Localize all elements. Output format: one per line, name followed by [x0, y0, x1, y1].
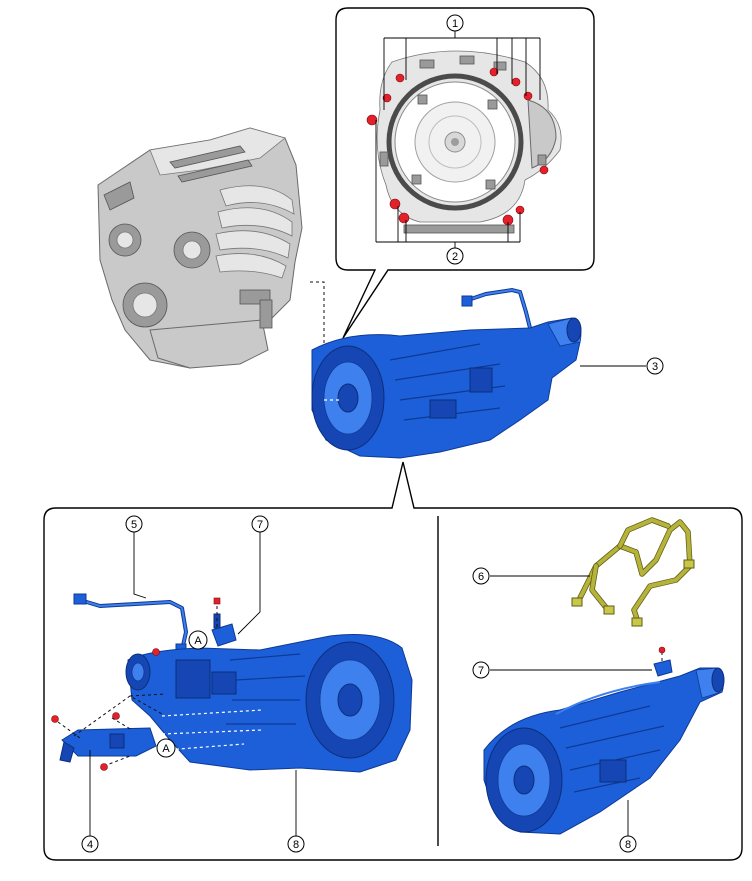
marker-a-upper: A [188, 630, 208, 650]
bolt-icon [213, 597, 221, 605]
marker-a-lower: A [156, 738, 176, 758]
bolt-icon [539, 165, 549, 175]
svg-text:A: A [162, 743, 170, 755]
bracket-illustration [51, 648, 160, 771]
svg-text:5: 5 [131, 519, 137, 531]
bolt-icon [489, 67, 499, 77]
bracket-illustration [653, 646, 673, 677]
callout-7-left: 7 [251, 515, 269, 533]
bolt-icon [511, 77, 521, 87]
bolt-icon [112, 712, 120, 720]
alignment-dashed-line [310, 281, 333, 401]
bolt-icon [51, 715, 59, 723]
bell-housing-detail [366, 31, 562, 248]
bolt-icon [382, 93, 392, 103]
svg-text:3: 3 [652, 361, 658, 373]
transmission-illustration [483, 667, 725, 835]
callout-8-right: 8 [619, 835, 637, 853]
callout-2: 2 [446, 247, 464, 265]
bolt-icon [523, 91, 533, 101]
svg-text:8: 8 [293, 839, 299, 851]
callout-3: 3 [646, 357, 664, 375]
bolt-icon [658, 646, 666, 654]
svg-text:1: 1 [452, 18, 458, 30]
callout-7-right: 7 [472, 661, 490, 679]
callout-1: 1 [446, 14, 464, 32]
svg-text:6: 6 [478, 571, 484, 583]
svg-text:7: 7 [257, 519, 263, 531]
bolt-icon [398, 212, 410, 224]
transmission-illustration [125, 634, 413, 773]
engine-illustration [97, 127, 303, 369]
alignment-dashed-line [73, 693, 167, 737]
callout-5-leader [133, 532, 147, 599]
bolt-icon [366, 114, 378, 126]
callout-6: 6 [472, 567, 490, 585]
svg-text:7: 7 [478, 665, 484, 677]
callout-4: 4 [81, 835, 99, 853]
bolt-icon [389, 198, 401, 210]
bolt-icon [100, 763, 108, 771]
callout-8-left: 8 [287, 835, 305, 853]
svg-text:A: A [194, 635, 202, 647]
svg-text:2: 2 [452, 251, 458, 263]
svg-text:4: 4 [87, 839, 93, 851]
bolt-icon [152, 648, 160, 656]
wiring-harness-illustration [571, 517, 695, 627]
transmission-illustration [311, 287, 582, 459]
callout-7-left-leader [237, 532, 261, 635]
svg-text:8: 8 [625, 839, 631, 851]
bolt-icon [395, 73, 405, 83]
callout-5: 5 [125, 515, 143, 533]
bracket-illustration [211, 597, 237, 647]
